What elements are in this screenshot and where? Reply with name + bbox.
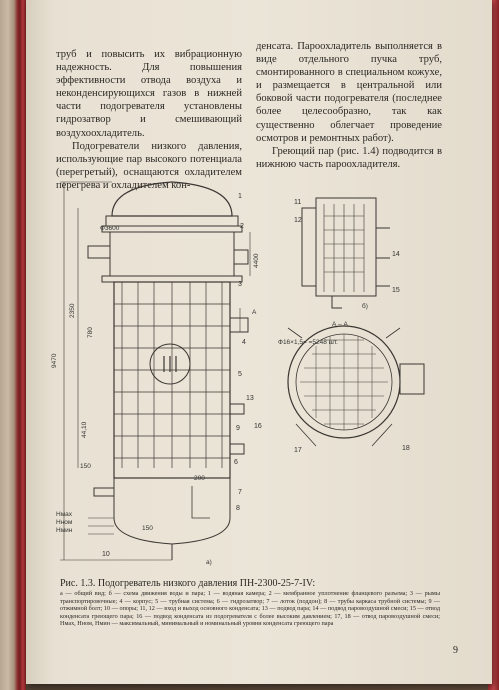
book-spine	[20, 0, 26, 690]
text-column-left: труб и повысить их вибрационную надежнос…	[56, 48, 242, 192]
callout-12: 12	[294, 217, 302, 224]
vessel-general-view	[60, 181, 251, 561]
dim-780: 780	[87, 327, 94, 338]
callout-17: 17	[294, 447, 302, 454]
callout-5: 5	[238, 371, 242, 378]
book-page	[26, 0, 492, 684]
marker-a-view: а)	[206, 559, 212, 566]
callout-18: 18	[402, 445, 410, 452]
paragraph: Греющий пар (рис. 1.4) подводится в нижн…	[256, 145, 442, 170]
dim-4410: 44,10	[81, 421, 88, 438]
callout-3: 3	[238, 281, 242, 288]
level-nom: Hном	[56, 519, 73, 526]
book-cover-left	[0, 0, 20, 690]
dim-9470: 9470	[51, 353, 58, 368]
dim-2350: 2350	[69, 303, 76, 318]
book-cover-right	[488, 0, 499, 690]
callout-2: 2	[240, 223, 244, 230]
callout-4: 4	[242, 339, 246, 346]
dim-3600: Ф3600	[100, 225, 120, 232]
callout-14: 14	[392, 251, 400, 258]
caption-title: Рис. 1.3. Подогреватель низкого давления…	[60, 578, 316, 589]
callout-1: 1	[238, 193, 242, 200]
marker-b: б)	[362, 302, 368, 310]
callout-8: 8	[236, 505, 240, 512]
heater-drawing: 1 2 3 4 5 6 7 8 9 10 11 12 13 14 15 16 1…	[51, 181, 425, 566]
callout-10: 10	[102, 551, 110, 558]
section-a-a	[287, 325, 425, 447]
level-min: Hмин	[56, 527, 73, 534]
section-label: А – А	[332, 321, 349, 328]
dim-4400: 4400	[253, 253, 260, 268]
callout-7: 7	[238, 489, 242, 496]
paragraph: Подогреватели низкого давления, использу…	[56, 140, 242, 191]
flow-scheme	[301, 197, 390, 309]
marker-a: А	[252, 309, 257, 316]
text-column-right: денсата. Пароохладитель выполняется в ви…	[256, 40, 442, 171]
page-number: 9	[453, 645, 458, 656]
callout-11: 11	[294, 199, 301, 206]
section-note: Ф16×1,5= =5248 шт.	[278, 339, 338, 346]
callout-16: 16	[254, 423, 262, 430]
dim-150b: 150	[142, 525, 153, 532]
dim-200: 200	[194, 475, 205, 482]
dim-150a: 150	[80, 463, 91, 470]
caption-body: а — общий вид; б — схема движения воды и…	[60, 590, 440, 628]
paragraph: труб и повысить их вибрационную надежнос…	[56, 49, 242, 139]
level-max: Hмах	[56, 511, 73, 518]
figure-caption: Рис. 1.3. Подогреватель низкого давления…	[60, 578, 440, 628]
callout-6: 6	[234, 459, 238, 466]
callout-13: 13	[246, 395, 254, 402]
callout-15: 15	[392, 287, 400, 294]
callout-9: 9	[236, 425, 240, 432]
paragraph: денсата. Пароохладитель выполняется в ви…	[256, 41, 442, 144]
